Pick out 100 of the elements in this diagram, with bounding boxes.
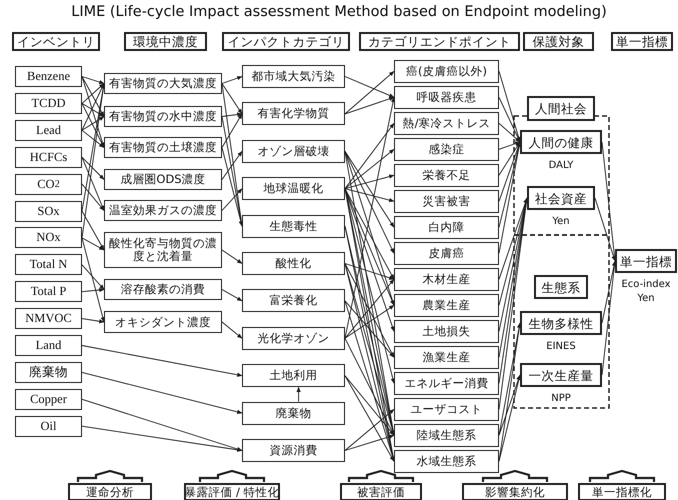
- arrow: [594, 198, 616, 262]
- process-box: Copper: [15, 388, 82, 410]
- arrow: [222, 150, 242, 180]
- process-box: 癌(皮膚癌以外): [394, 60, 499, 82]
- process-box: 成層圏ODS濃度: [104, 169, 222, 190]
- arrow: [222, 113, 242, 148]
- process-box: SOx: [15, 200, 82, 222]
- arrow: [344, 150, 394, 254]
- arrow: [344, 188, 395, 202]
- unit-label: Eco-index Yen: [621, 278, 671, 306]
- process-box: 酸性化寄与物質の濃度と沈着量: [104, 232, 222, 268]
- process-box: 人間社会: [527, 96, 595, 121]
- unit-label: EINES: [545, 340, 577, 354]
- arrow: [344, 278, 394, 339]
- stage-box: 運命分析: [68, 483, 152, 500]
- process-box: 木材生産: [394, 268, 499, 290]
- process-box: 有害化学物質: [242, 102, 345, 126]
- unit-label: DALY: [548, 159, 574, 173]
- arrow: [498, 142, 520, 150]
- column-header: 保護対象: [523, 32, 594, 51]
- arrow: [222, 83, 242, 114]
- process-box: 廃棄物: [15, 362, 82, 383]
- arrow: [222, 76, 242, 84]
- arrow: [82, 130, 104, 148]
- arrow: [344, 408, 394, 451]
- arrow: [82, 426, 243, 452]
- process-box: 土地利用: [242, 364, 345, 388]
- process-box: 光化学オゾン: [242, 326, 345, 350]
- arrow: [82, 288, 105, 292]
- process-box: 陸域生態系: [394, 424, 499, 446]
- process-box: 一次生産量: [520, 363, 602, 387]
- arrow: [222, 289, 242, 302]
- process-box: 都市域大気汚染: [242, 65, 345, 88]
- arrow: [222, 112, 243, 117]
- arrow: [344, 375, 394, 462]
- arrow: [498, 374, 520, 436]
- process-box: 社会資産: [527, 186, 595, 210]
- arrow: [82, 184, 104, 211]
- arrow: [344, 375, 394, 436]
- process-box: 温室効果ガスの濃度: [104, 200, 222, 221]
- arrow: [296, 386, 301, 402]
- process-box: 廃棄物: [242, 402, 345, 425]
- arrow: [344, 304, 394, 339]
- arrow: [82, 237, 104, 250]
- arrow: [344, 188, 394, 306]
- process-box: Total N: [15, 254, 82, 276]
- arrow: [344, 76, 394, 98]
- process-box: 富栄養化: [242, 289, 345, 312]
- arrow: [82, 264, 104, 290]
- arrow: [82, 76, 104, 117]
- process-box: 漁業生産: [394, 346, 499, 368]
- process-box: 白内障: [394, 216, 499, 238]
- process-box: 溶存酸素の消費: [104, 279, 222, 300]
- arrow: [344, 188, 394, 280]
- process-box: Total P: [15, 281, 82, 302]
- arrow: [344, 148, 394, 190]
- process-box: 有害物質の土壌濃度: [104, 137, 222, 158]
- process-box: 有害物質の大気濃度: [104, 73, 222, 94]
- arrow: [82, 76, 105, 84]
- process-box: 水域生態系: [394, 450, 499, 472]
- arrow: [344, 263, 395, 280]
- process-box: 感染症: [394, 138, 499, 160]
- process-box: 有害物質の水中濃度: [104, 106, 222, 127]
- column-header: インパクトカテゴリ: [222, 32, 350, 51]
- process-box: 土地損失: [394, 320, 499, 342]
- arrow: [82, 156, 104, 211]
- arrow: [222, 147, 243, 227]
- process-box: 農業生産: [394, 294, 499, 316]
- arrow: [344, 300, 394, 358]
- process-box: TCDD: [15, 92, 82, 114]
- process-box: 地球温暖化: [242, 177, 345, 200]
- column-header: 単一指標: [611, 32, 673, 51]
- arrow: [82, 210, 104, 250]
- arrow: [498, 142, 520, 176]
- process-box: HCFCs: [15, 146, 82, 168]
- process-box: Land: [15, 335, 82, 356]
- arrow: [344, 96, 394, 114]
- unit-label: NPP: [550, 392, 572, 406]
- stage-box: 単一指標化: [578, 483, 666, 500]
- arrow: [344, 434, 395, 451]
- process-box: 酸性化: [242, 252, 345, 275]
- column-header: 環境中濃度: [124, 32, 207, 51]
- process-box: 熱/寒冷ストレス: [394, 112, 499, 134]
- process-box: 単一指標: [615, 249, 677, 273]
- arrow: [344, 263, 394, 358]
- arrow: [344, 70, 394, 114]
- arrow: [222, 250, 242, 264]
- process-box: オゾン層破壊: [242, 140, 345, 163]
- arrow: [82, 83, 104, 104]
- process-box: Oil: [15, 416, 82, 437]
- process-box: ユーザコスト: [394, 398, 499, 420]
- process-box: NOx: [15, 227, 82, 248]
- process-box: 呼吸器疾患: [394, 86, 499, 108]
- arrow: [82, 372, 243, 414]
- arrow: [344, 174, 395, 190]
- process-box: Lead: [15, 120, 82, 141]
- process-box: 皮膚癌: [394, 242, 499, 264]
- process-box: 生物多様性: [520, 311, 602, 335]
- arrow: [82, 345, 243, 377]
- process-box: 災害被害: [394, 190, 499, 212]
